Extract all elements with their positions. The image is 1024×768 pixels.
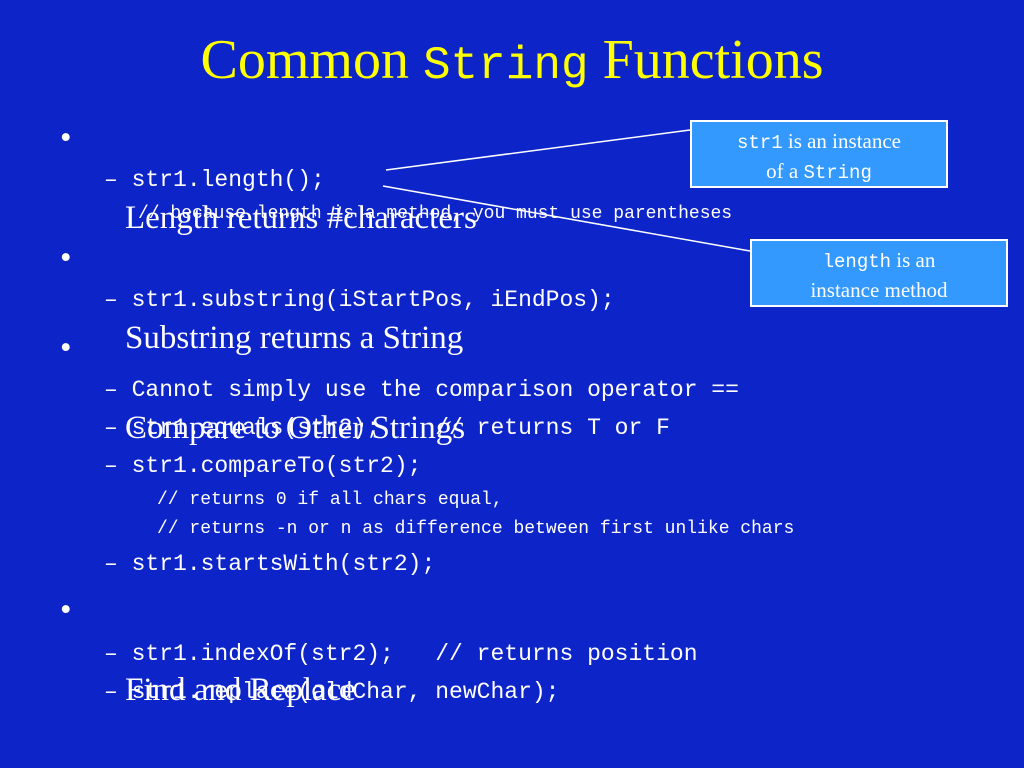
compare-item: – str1.compareTo(str2); [104,453,422,479]
callout-str1-text: is an instance [782,129,901,153]
bullet-dot: • [60,330,72,366]
slide-title: Common String Functions [0,22,1024,104]
title-code: String [422,40,589,92]
callout-str1-code2: String [803,162,872,184]
title-suffix: Functions [588,29,824,91]
code-substring: – str1.substring(iStartPos, iEndPos); [104,287,615,313]
note-length: // because length is a method, you must … [138,204,733,224]
bullet-compare-label: Compare to Other Strings [125,410,466,446]
bullet-dot: • [60,592,72,628]
code-length: – str1.length(); [104,167,325,193]
bullet-substring-label: Substring returns a String [125,320,464,356]
bullet-find-label: Find and Replace [125,672,356,708]
callout-str1-code: str1 [737,132,783,154]
callout-str1-text2: of a [766,159,804,183]
compare-note: // returns 0 if all chars equal, [157,490,503,510]
find-item: – str1.indexOf(str2); // returns positio… [104,641,698,667]
compare-note: // returns -n or n as difference between… [157,519,795,539]
callout-length-text: is an [891,248,936,272]
bullet-substring: • Substring returns a String [60,238,464,398]
bullet-dot: • [60,240,72,276]
callout-length-code: length [822,251,892,273]
callout-str1-line1: str1 is an instance [692,127,946,157]
title-prefix: Common [200,29,423,91]
bullet-dot: • [60,120,72,156]
callout-str1: str1 is an instance of a String [690,120,948,188]
bullet-find: • Find and Replace [60,590,356,750]
find-item: – str1.replace(oldChar, newChar); [104,679,560,705]
compare-item: – str1.startsWith(str2); [104,551,436,577]
callout-str1-line2: of a String [692,157,946,187]
callout-length-line2: instance method [810,278,948,302]
compare-item: – Cannot simply use the comparison opera… [104,377,739,403]
compare-item: – str1.equals(str2); // returns T or F [104,415,670,441]
callout-length: length is an instance method [750,239,1008,307]
callout-length-line1: length is an [752,246,1006,276]
bullet-compare: • Compare to Other Strings [60,328,466,488]
